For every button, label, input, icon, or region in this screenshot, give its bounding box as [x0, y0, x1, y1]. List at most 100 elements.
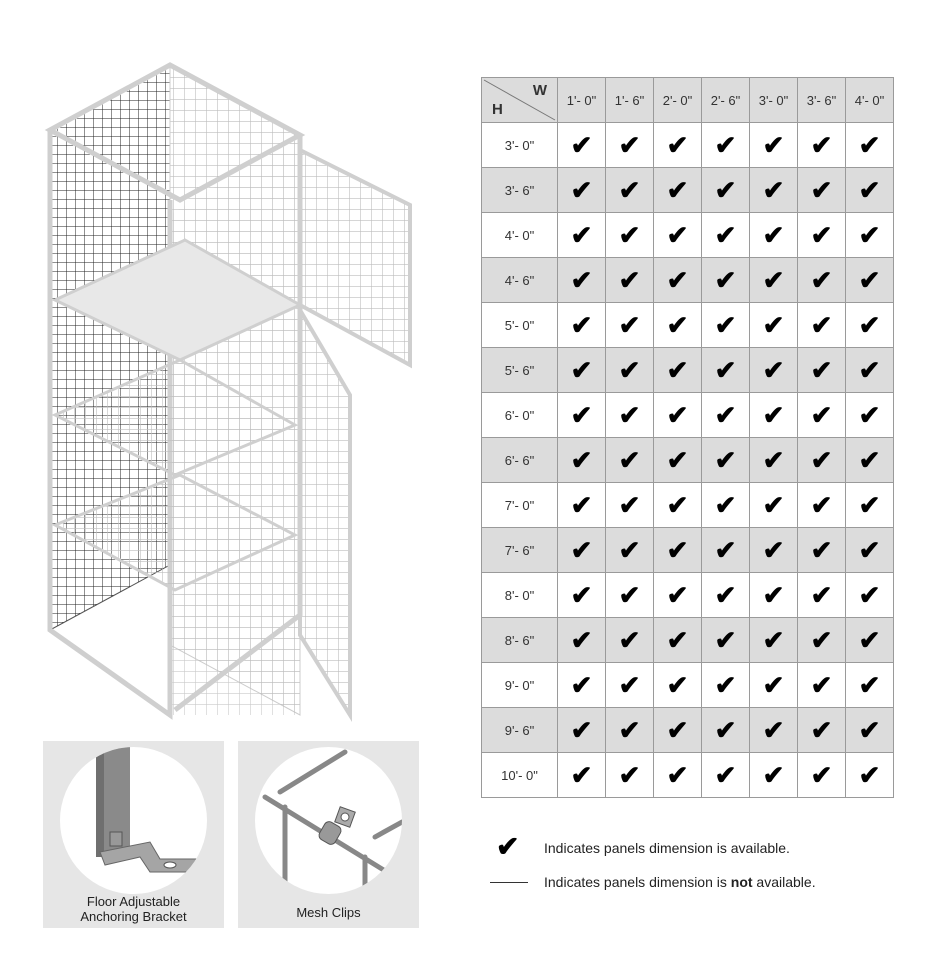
availability-cell: ✔ — [845, 527, 894, 573]
checkmark-icon: ✔ — [858, 490, 881, 520]
checkmark-icon: ✔ — [714, 535, 737, 565]
checkmark-icon: ✔ — [618, 625, 641, 655]
height-header: 3'- 6" — [481, 167, 558, 213]
availability-cell: ✔ — [797, 257, 846, 303]
availability-cell: ✔ — [605, 347, 654, 393]
checkmark-icon: ✔ — [714, 175, 737, 205]
dash-icon — [490, 882, 528, 883]
availability-cell: ✔ — [653, 572, 702, 618]
height-header: 6'- 0" — [481, 392, 558, 438]
height-header: 3'- 0" — [481, 122, 558, 168]
checkmark-icon: ✔ — [570, 310, 593, 340]
mesh-clips-caption: Mesh Clips — [296, 905, 361, 920]
availability-cell: ✔ — [605, 167, 654, 213]
checkmark-icon: ✔ — [666, 400, 689, 430]
availability-cell: ✔ — [653, 752, 702, 798]
checkmark-icon: ✔ — [618, 130, 641, 160]
checkmark-icon: ✔ — [714, 580, 737, 610]
checkmark-icon: ✔ — [714, 265, 737, 295]
availability-cell: ✔ — [557, 437, 606, 483]
availability-cell: ✔ — [557, 167, 606, 213]
height-header: 4'- 6" — [481, 257, 558, 303]
checkmark-icon: ✔ — [570, 625, 593, 655]
checkmark-icon: ✔ — [618, 220, 641, 250]
availability-cell: ✔ — [701, 302, 750, 348]
availability-cell: ✔ — [749, 302, 798, 348]
availability-cell: ✔ — [653, 122, 702, 168]
checkmark-icon: ✔ — [570, 175, 593, 205]
table-row: 6'- 6"✔✔✔✔✔✔✔ — [481, 437, 894, 483]
checkmark-icon: ✔ — [810, 400, 833, 430]
checkmark-icon: ✔ — [762, 310, 785, 340]
checkmark-icon: ✔ — [496, 831, 520, 862]
availability-cell: ✔ — [605, 527, 654, 573]
checkmark-icon: ✔ — [762, 355, 785, 385]
anchoring-bracket-image — [60, 747, 207, 894]
checkmark-icon: ✔ — [762, 175, 785, 205]
availability-cell: ✔ — [749, 662, 798, 708]
legend-text-bold: not — [730, 874, 753, 890]
checkmark-icon: ✔ — [762, 445, 785, 475]
height-header: 8'- 6" — [481, 617, 558, 663]
checkmark-icon: ✔ — [714, 490, 737, 520]
availability-cell: ✔ — [653, 167, 702, 213]
availability-cell: ✔ — [797, 527, 846, 573]
checkmark-icon: ✔ — [714, 445, 737, 475]
checkmark-icon: ✔ — [762, 670, 785, 700]
checkmark-icon: ✔ — [810, 445, 833, 475]
checkmark-icon: ✔ — [858, 310, 881, 340]
availability-cell: ✔ — [845, 752, 894, 798]
table-row: 5'- 0"✔✔✔✔✔✔✔ — [481, 302, 894, 348]
checkmark-icon: ✔ — [714, 355, 737, 385]
checkmark-icon: ✔ — [762, 220, 785, 250]
height-header: 9'- 0" — [481, 662, 558, 708]
availability-cell: ✔ — [845, 167, 894, 213]
availability-cell: ✔ — [653, 347, 702, 393]
checkmark-icon: ✔ — [714, 760, 737, 790]
availability-cell: ✔ — [701, 167, 750, 213]
availability-cell: ✔ — [701, 212, 750, 258]
checkmark-icon: ✔ — [666, 130, 689, 160]
height-header: 9'- 6" — [481, 707, 558, 753]
checkmark-icon: ✔ — [810, 220, 833, 250]
checkmark-icon: ✔ — [618, 490, 641, 520]
height-label: H — [492, 101, 503, 118]
availability-cell: ✔ — [557, 212, 606, 258]
checkmark-icon: ✔ — [858, 130, 881, 160]
checkmark-icon: ✔ — [762, 130, 785, 160]
width-header: 2'- 6" — [701, 77, 750, 123]
checkmark-icon: ✔ — [570, 580, 593, 610]
availability-cell: ✔ — [797, 482, 846, 528]
checkmark-icon: ✔ — [570, 490, 593, 520]
availability-cell: ✔ — [557, 302, 606, 348]
checkmark-icon: ✔ — [666, 175, 689, 205]
checkmark-icon: ✔ — [618, 445, 641, 475]
checkmark-icon: ✔ — [666, 715, 689, 745]
availability-cell: ✔ — [845, 122, 894, 168]
checkmark-icon: ✔ — [762, 580, 785, 610]
availability-cell: ✔ — [557, 122, 606, 168]
width-header: 3'- 0" — [749, 77, 798, 123]
height-header: 7'- 0" — [481, 482, 558, 528]
legend-text-suffix: available. — [752, 874, 816, 890]
checkmark-icon: ✔ — [570, 670, 593, 700]
height-header: 4'- 0" — [481, 212, 558, 258]
availability-cell: ✔ — [797, 437, 846, 483]
checkmark-icon: ✔ — [810, 625, 833, 655]
checkmark-icon: ✔ — [618, 760, 641, 790]
checkmark-icon: ✔ — [618, 670, 641, 700]
availability-cell: ✔ — [845, 617, 894, 663]
checkmark-icon: ✔ — [762, 625, 785, 655]
availability-cell: ✔ — [749, 257, 798, 303]
checkmark-icon: ✔ — [810, 355, 833, 385]
availability-cell: ✔ — [749, 707, 798, 753]
checkmark-icon: ✔ — [810, 310, 833, 340]
availability-cell: ✔ — [845, 347, 894, 393]
checkmark-icon: ✔ — [762, 760, 785, 790]
checkmark-icon: ✔ — [666, 580, 689, 610]
availability-cell: ✔ — [653, 617, 702, 663]
table-row: 7'- 0"✔✔✔✔✔✔✔ — [481, 482, 894, 528]
availability-cell: ✔ — [797, 572, 846, 618]
availability-cell: ✔ — [749, 482, 798, 528]
